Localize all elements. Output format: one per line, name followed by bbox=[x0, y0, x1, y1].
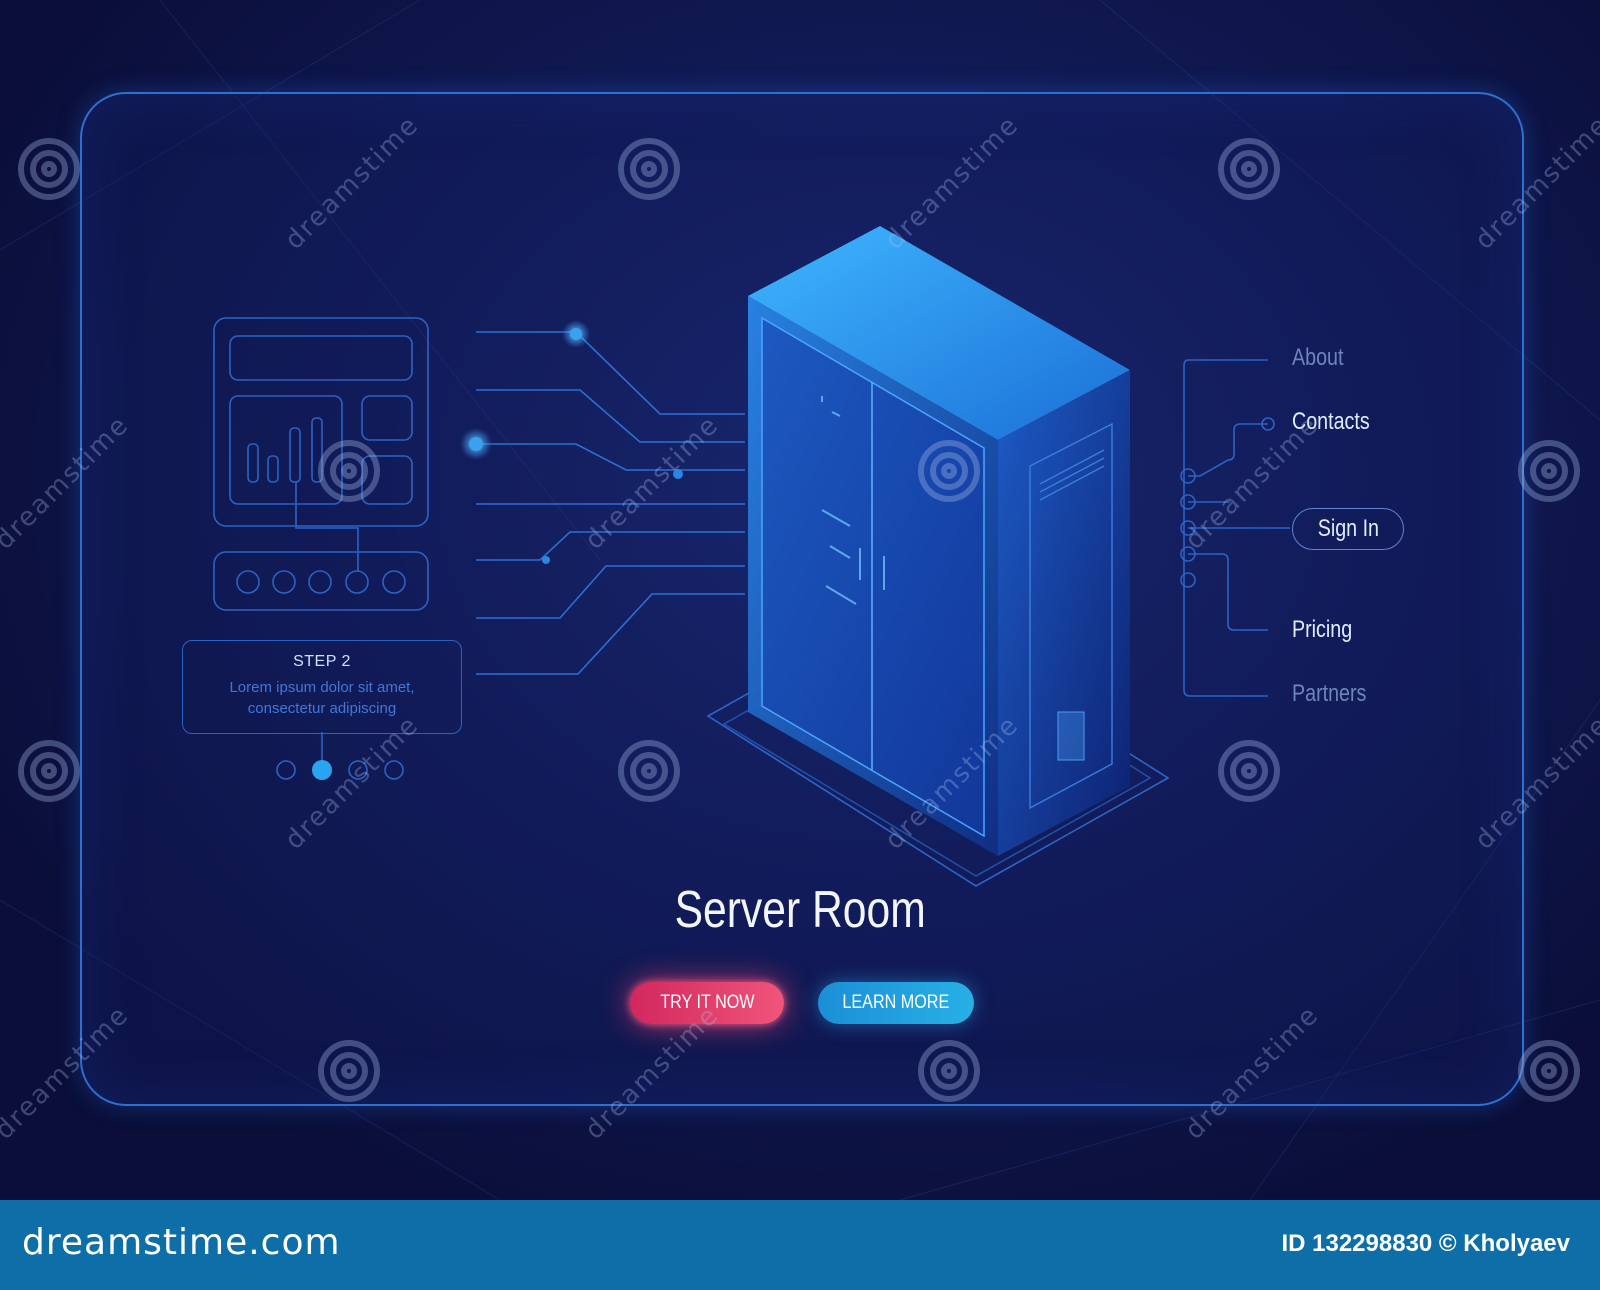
footer-image-id: ID 132298830 © Kholyaev bbox=[1281, 1230, 1570, 1257]
learn-more-label: LEARN MORE bbox=[842, 992, 950, 1013]
watermark-spiral-icon bbox=[618, 740, 680, 802]
server-rack-icon bbox=[748, 226, 1130, 856]
watermark-spiral-icon bbox=[318, 1040, 380, 1102]
watermark-spiral-icon bbox=[318, 440, 380, 502]
watermark-spiral-icon bbox=[18, 740, 80, 802]
nav-pricing[interactable]: Pricing bbox=[1292, 616, 1353, 643]
watermark-spiral-icon bbox=[1218, 138, 1280, 200]
pager-dot-active bbox=[312, 760, 332, 780]
page-title-text: Server Room bbox=[674, 881, 926, 939]
watermark-spiral-icon bbox=[1518, 440, 1580, 502]
footer-bar: dreamstime.com ID 132298830 © Kholyaev bbox=[0, 1200, 1600, 1290]
step-title: STEP 2 bbox=[293, 653, 351, 670]
nav-about[interactable]: About bbox=[1292, 344, 1344, 371]
background-lines bbox=[0, 0, 1600, 1200]
try-it-now-label: TRY IT NOW bbox=[659, 992, 755, 1013]
circuit-lines bbox=[476, 331, 745, 675]
sign-in-label: Sign In bbox=[1317, 515, 1379, 542]
step-card: STEP 2 Lorem ipsum dolor sit amet, conse… bbox=[182, 640, 462, 734]
watermark-spiral-icon bbox=[1518, 1040, 1580, 1102]
step-description: Lorem ipsum dolor sit amet, consectetur … bbox=[229, 679, 415, 717]
illustration bbox=[213, 226, 1290, 887]
watermark-spiral-icon bbox=[618, 138, 680, 200]
dashboard-icon bbox=[213, 317, 429, 780]
watermark-spiral-icon bbox=[18, 138, 80, 200]
nav-contacts[interactable]: Contacts bbox=[1292, 408, 1370, 435]
watermark-spiral-icon bbox=[918, 440, 980, 502]
footer-brand: dreamstime.com bbox=[22, 1222, 341, 1263]
try-it-now-button[interactable]: TRY IT NOW bbox=[630, 982, 784, 1024]
page-title: Server Room bbox=[600, 880, 1000, 940]
watermark-spiral-icon bbox=[918, 1040, 980, 1102]
learn-more-button[interactable]: LEARN MORE bbox=[818, 982, 974, 1024]
watermark-spiral-icon bbox=[1218, 740, 1280, 802]
nav-tree bbox=[1180, 359, 1290, 697]
sign-in-button[interactable]: Sign In bbox=[1292, 508, 1404, 550]
nav-partners[interactable]: Partners bbox=[1292, 680, 1367, 707]
